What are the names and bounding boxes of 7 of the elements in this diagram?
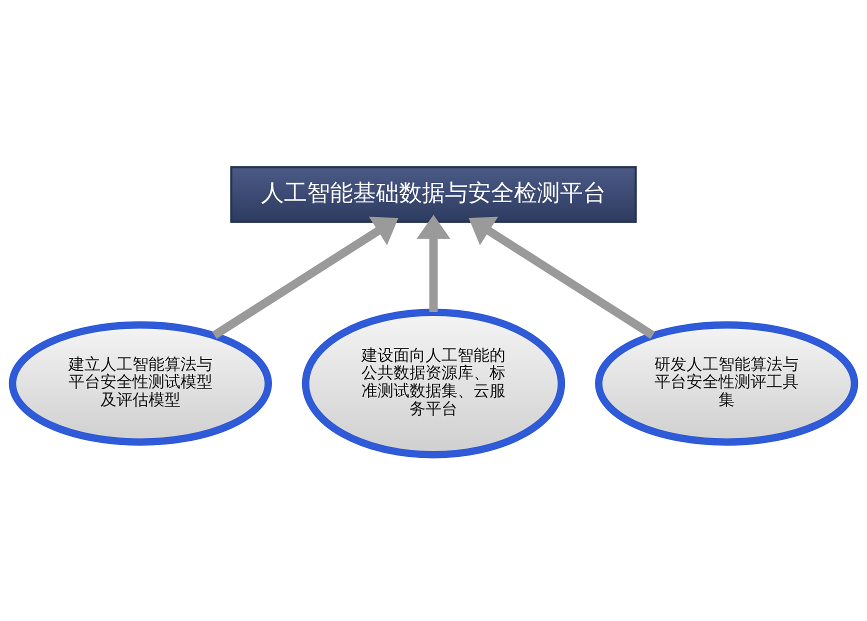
node-ellipse: 建设面向人工智能的公共数据资源库、标准测试数据集、云服务平台: [302, 308, 566, 458]
node-box: 人工智能基础数据与安全检测平台: [230, 166, 637, 222]
arrow: [416, 214, 450, 312]
node-ellipse: 建立人工智能算法与平台安全性测试模型及评估模型: [8, 320, 272, 446]
node-ellipse: 研发人工智能算法与平台安全性测评工具集: [595, 320, 858, 446]
arrow: [212, 216, 398, 338]
arrow: [468, 216, 655, 338]
